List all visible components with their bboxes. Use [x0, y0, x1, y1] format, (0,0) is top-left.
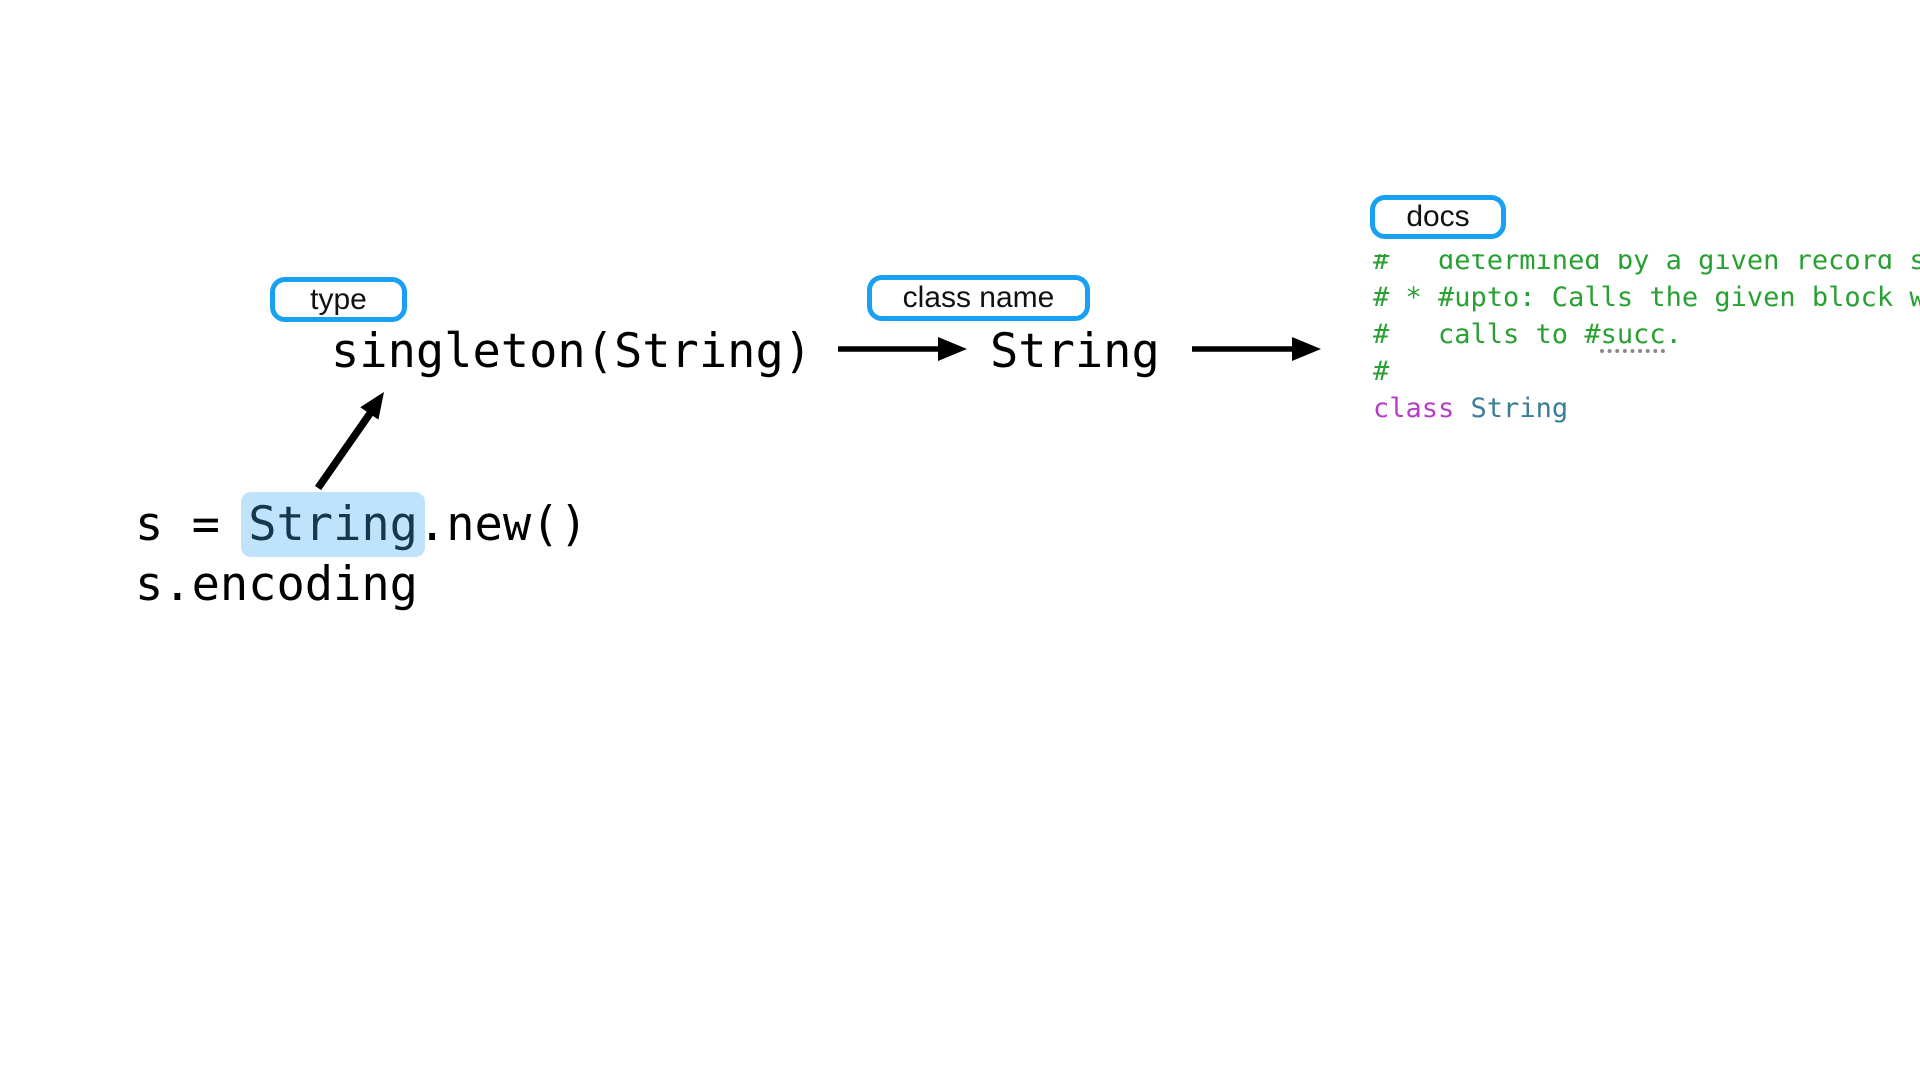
type-badge-label: type — [310, 282, 367, 316]
code-line1-post: .new() — [417, 497, 588, 552]
docs-comment-line-1: # determined by a given record s — [1373, 254, 1920, 276]
docs-badge-label: docs — [1406, 200, 1470, 233]
docs-code-block: # determined by a given record s # * #up… — [1373, 254, 1920, 427]
highlighted-string-token[interactable]: String — [241, 492, 425, 557]
code-line-encoding: s.encoding — [135, 557, 418, 612]
class-name-badge-label: class name — [902, 281, 1055, 314]
type-expression-text: singleton(String) — [331, 324, 813, 379]
arrow-type-to-class-icon — [838, 337, 967, 361]
class-keyword: class — [1373, 393, 1455, 424]
type-badge: type — [270, 277, 407, 322]
docs-class-declaration: class String — [1373, 393, 1568, 424]
docs-comment-line-2: # * #upto: Calls the given block w — [1373, 282, 1920, 313]
class-name-text: String — [990, 324, 1160, 379]
code-line-assignment: s = String.new() — [135, 492, 588, 557]
class-name-badge: class name — [867, 275, 1090, 321]
docs-badge: docs — [1370, 195, 1506, 239]
docs-comment-line-3: # calls to #succ. — [1373, 319, 1682, 350]
arrow-code-to-type-icon — [314, 392, 384, 491]
code-line1-pre: s = — [135, 497, 249, 552]
class-name-token: String — [1470, 393, 1569, 424]
arrow-class-to-docs-icon — [1192, 337, 1321, 361]
docs-popup: # determined by a given record s # * #up… — [1373, 254, 1920, 429]
docs-comment-line-4: # — [1373, 356, 1390, 387]
spellchecked-word: succ — [1600, 319, 1666, 350]
